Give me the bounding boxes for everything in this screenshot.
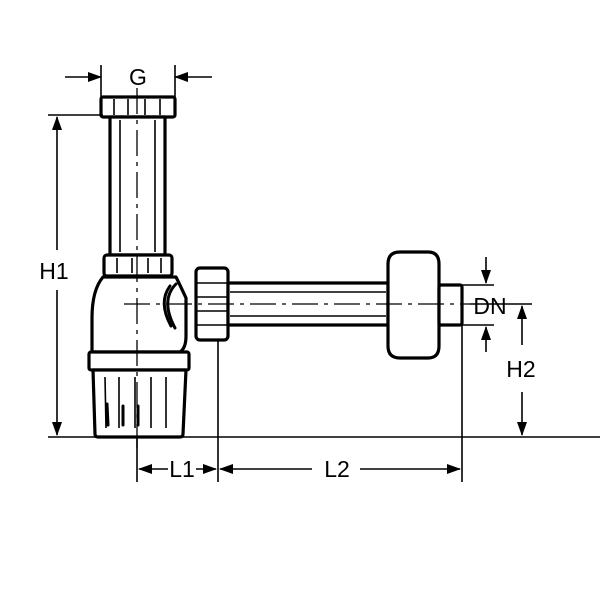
dimension-h1 <box>48 114 600 438</box>
bottle-cup <box>87 350 191 439</box>
dimension-l1-l2 <box>136 325 463 482</box>
wall-rosette <box>386 250 464 360</box>
label-h1: H1 <box>39 258 68 284</box>
label-h2: H2 <box>506 356 535 382</box>
mid-nut <box>102 253 174 278</box>
top-connection-nut <box>99 95 177 119</box>
label-g: G <box>129 64 147 90</box>
dimension-dn <box>462 257 494 352</box>
dimension-h2 <box>470 303 532 436</box>
trap-body <box>90 275 188 354</box>
label-dn: DN <box>473 293 506 319</box>
label-l1: L1 <box>169 456 195 482</box>
bottle-trap-outline <box>87 88 470 448</box>
label-l2: L2 <box>324 456 350 482</box>
dimension-g <box>65 65 212 97</box>
